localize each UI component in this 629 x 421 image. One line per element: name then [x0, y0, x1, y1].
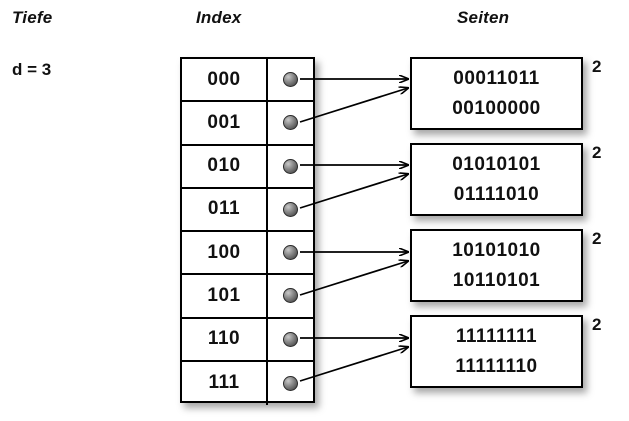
- arrow-011-to-page-1: [299, 174, 408, 209]
- index-pointer-cell[interactable]: [268, 146, 313, 187]
- table-row[interactable]: 111: [182, 361, 313, 405]
- pointer-dot-icon: [283, 331, 298, 347]
- table-row[interactable]: 110: [182, 318, 313, 362]
- index-pointer-cell[interactable]: [268, 59, 313, 100]
- pointer-dot-icon: [283, 288, 298, 304]
- page-bucket[interactable]: 01010101 01111010: [410, 143, 583, 216]
- index-pointer-cell[interactable]: [268, 102, 313, 143]
- global-depth-label: d = 3: [12, 60, 52, 79]
- index-pointer-cell[interactable]: [268, 232, 313, 273]
- table-row[interactable]: 011: [182, 188, 313, 232]
- page-record: 01111010: [453, 183, 540, 205]
- column-heading-index: Index: [196, 8, 242, 27]
- arrow-111-to-page-3: [299, 347, 408, 382]
- local-depth-label: 2: [592, 57, 602, 76]
- index-key: 001: [182, 102, 268, 144]
- index-key: 011: [182, 188, 268, 230]
- page-bucket[interactable]: 11111111 11111110: [410, 315, 583, 388]
- pointer-dot-icon: [283, 158, 298, 174]
- column-heading-pages: Seiten: [457, 8, 510, 27]
- index-key: 000: [182, 59, 268, 101]
- index-pointer-cell[interactable]: [268, 319, 313, 360]
- pointer-dot-icon: [283, 245, 298, 261]
- pointer-dot-icon: [283, 72, 298, 88]
- table-row[interactable]: 000: [182, 59, 313, 103]
- page-record: 11111111: [455, 326, 538, 348]
- index-key: 110: [182, 318, 268, 360]
- local-depth-label: 2: [592, 229, 602, 248]
- index-directory-table: 000 001 010 011 100: [180, 57, 315, 405]
- index-key: 101: [182, 275, 268, 317]
- table-row[interactable]: 010: [182, 145, 313, 189]
- page-record: 10101010: [452, 240, 541, 262]
- index-key: 100: [182, 232, 268, 274]
- pointer-dot-icon: [283, 201, 298, 217]
- arrow-001-to-page-0: [299, 88, 408, 123]
- index-key: 111: [182, 361, 268, 405]
- page-record: 00011011: [453, 68, 540, 90]
- column-heading-depth: Tiefe: [12, 8, 53, 27]
- table-row[interactable]: 100: [182, 232, 313, 276]
- page-record: 11111110: [455, 355, 538, 377]
- pointer-dot-icon: [283, 115, 298, 131]
- index-pointer-cell[interactable]: [268, 275, 313, 316]
- page-bucket[interactable]: 10101010 10110101: [410, 229, 583, 302]
- page-record: 00100000: [452, 97, 541, 119]
- table-row[interactable]: 101: [182, 275, 313, 319]
- local-depth-label: 2: [592, 143, 602, 162]
- pointer-dot-icon: [283, 375, 298, 391]
- table-row[interactable]: 001: [182, 102, 313, 146]
- index-pointer-cell[interactable]: [268, 189, 313, 230]
- page-record: 01010101: [452, 154, 541, 176]
- local-depth-label: 2: [592, 315, 602, 334]
- arrow-101-to-page-2: [299, 261, 408, 296]
- page-bucket[interactable]: 00011011 00100000: [410, 57, 583, 130]
- page-record: 10110101: [452, 269, 541, 291]
- index-pointer-cell[interactable]: [268, 362, 313, 405]
- index-key: 010: [182, 145, 268, 187]
